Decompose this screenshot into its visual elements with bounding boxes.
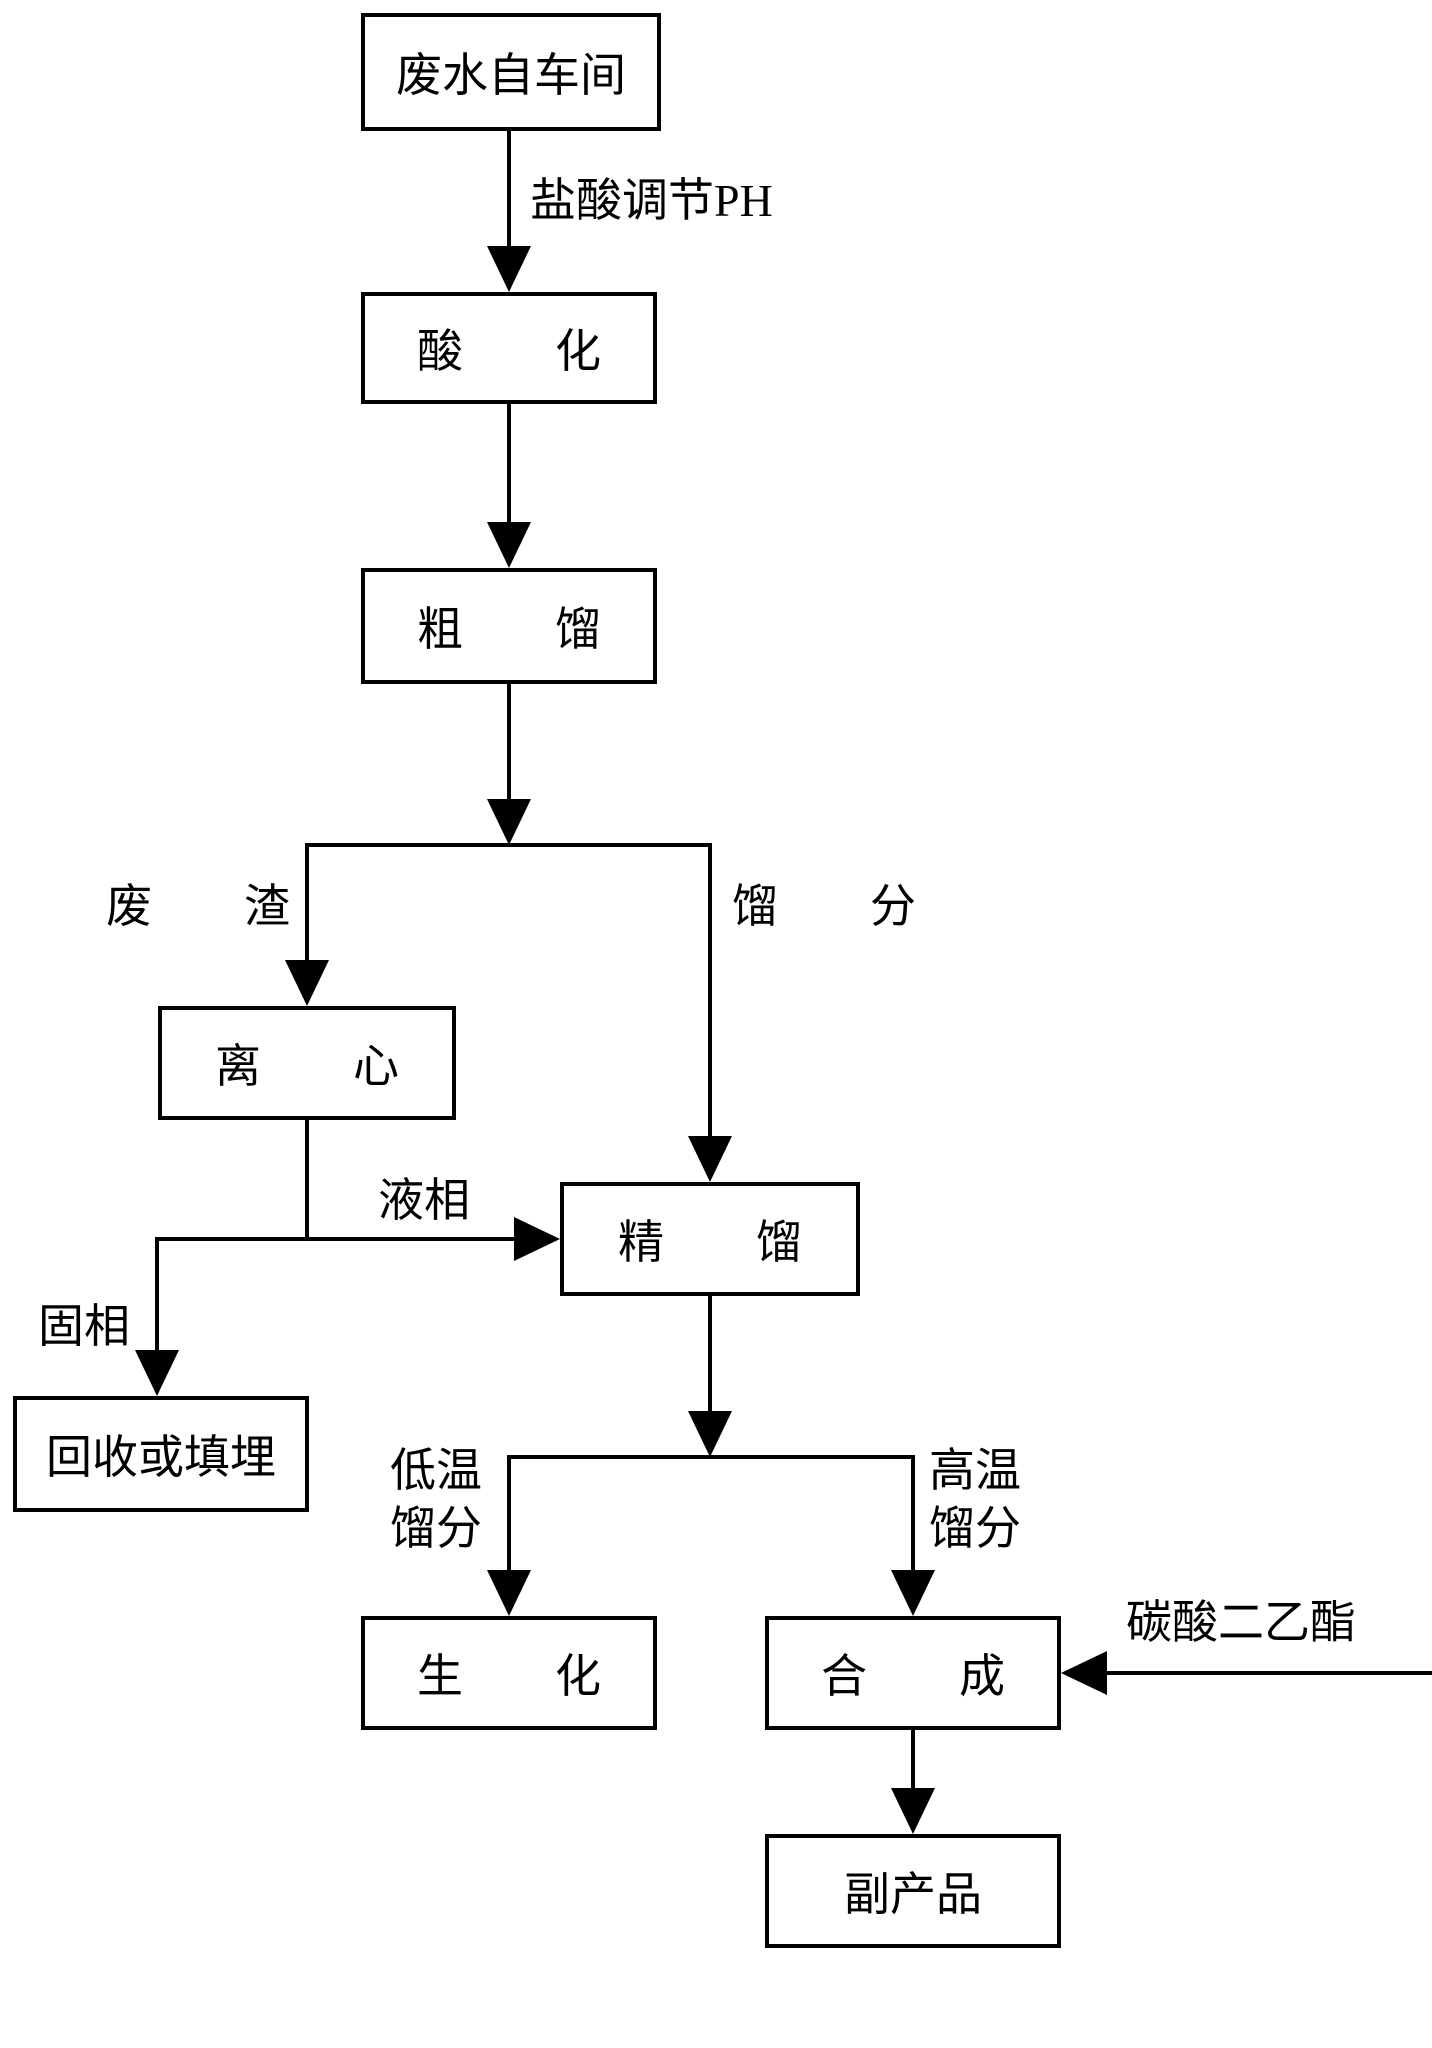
node-crude-distillation-label: 粗 馏	[417, 604, 601, 655]
label-high-temp-line2: 馏分	[929, 1503, 1021, 1554]
node-recycle-landfill-label: 回收或填埋	[46, 1432, 276, 1483]
arrow-down-biochem-icon	[487, 1570, 531, 1616]
node-biochemical: 生 化	[361, 1616, 657, 1730]
label-low-temp-line2: 馏分	[390, 1503, 482, 1554]
label-fraction: 馏 分	[732, 881, 916, 932]
label-liquid-phase: 液相	[378, 1175, 470, 1226]
node-recycle-landfill: 回收或填埋	[13, 1396, 309, 1512]
arrow-down-recycle-icon	[135, 1350, 179, 1396]
node-synthesis-label: 合 成	[821, 1651, 1005, 1702]
label-solid-phase: 固相	[38, 1301, 130, 1352]
node-acidify-label: 酸 化	[417, 326, 601, 377]
node-wastewater: 废水自车间	[361, 13, 661, 131]
node-synthesis: 合 成	[765, 1616, 1061, 1730]
arrow-down-split2-icon	[688, 1411, 732, 1457]
node-byproduct: 副产品	[765, 1834, 1061, 1948]
label-ph-adjust: 盐酸调节PH	[530, 175, 773, 226]
arrow-down-split1-icon	[487, 799, 531, 845]
label-high-temp-line1: 高温	[929, 1445, 1021, 1496]
arrow-down-centrifuge-icon	[285, 960, 329, 1006]
arrow-right-rectify-icon	[514, 1217, 560, 1261]
arrow-down-crude-icon	[487, 522, 531, 568]
node-crude-distillation: 粗 馏	[361, 568, 657, 684]
label-high-temp-fraction: 高温 馏分	[929, 1442, 1021, 1558]
arrow-down-byproduct-icon	[891, 1788, 935, 1834]
arrow-down-synthesis-icon	[891, 1570, 935, 1616]
node-centrifuge-label: 离 心	[215, 1041, 399, 1092]
node-centrifuge: 离 心	[158, 1006, 456, 1120]
node-rectification: 精 馏	[560, 1182, 860, 1296]
node-wastewater-label: 废水自车间	[396, 50, 626, 101]
label-diethyl-carbonate: 碳酸二乙酯	[1126, 1597, 1356, 1648]
node-acidify: 酸 化	[361, 292, 657, 404]
label-waste-residue: 废 渣	[106, 881, 290, 932]
arrow-left-synthesis-icon	[1061, 1651, 1107, 1695]
node-byproduct-label: 副产品	[844, 1869, 982, 1920]
arrow-down-rectify-icon	[688, 1136, 732, 1182]
node-rectification-label: 精 馏	[618, 1217, 802, 1268]
node-biochemical-label: 生 化	[417, 1651, 601, 1702]
label-low-temp-fraction: 低温 馏分	[390, 1442, 482, 1558]
arrow-down-acidify-icon	[487, 246, 531, 292]
label-low-temp-line1: 低温	[390, 1445, 482, 1496]
